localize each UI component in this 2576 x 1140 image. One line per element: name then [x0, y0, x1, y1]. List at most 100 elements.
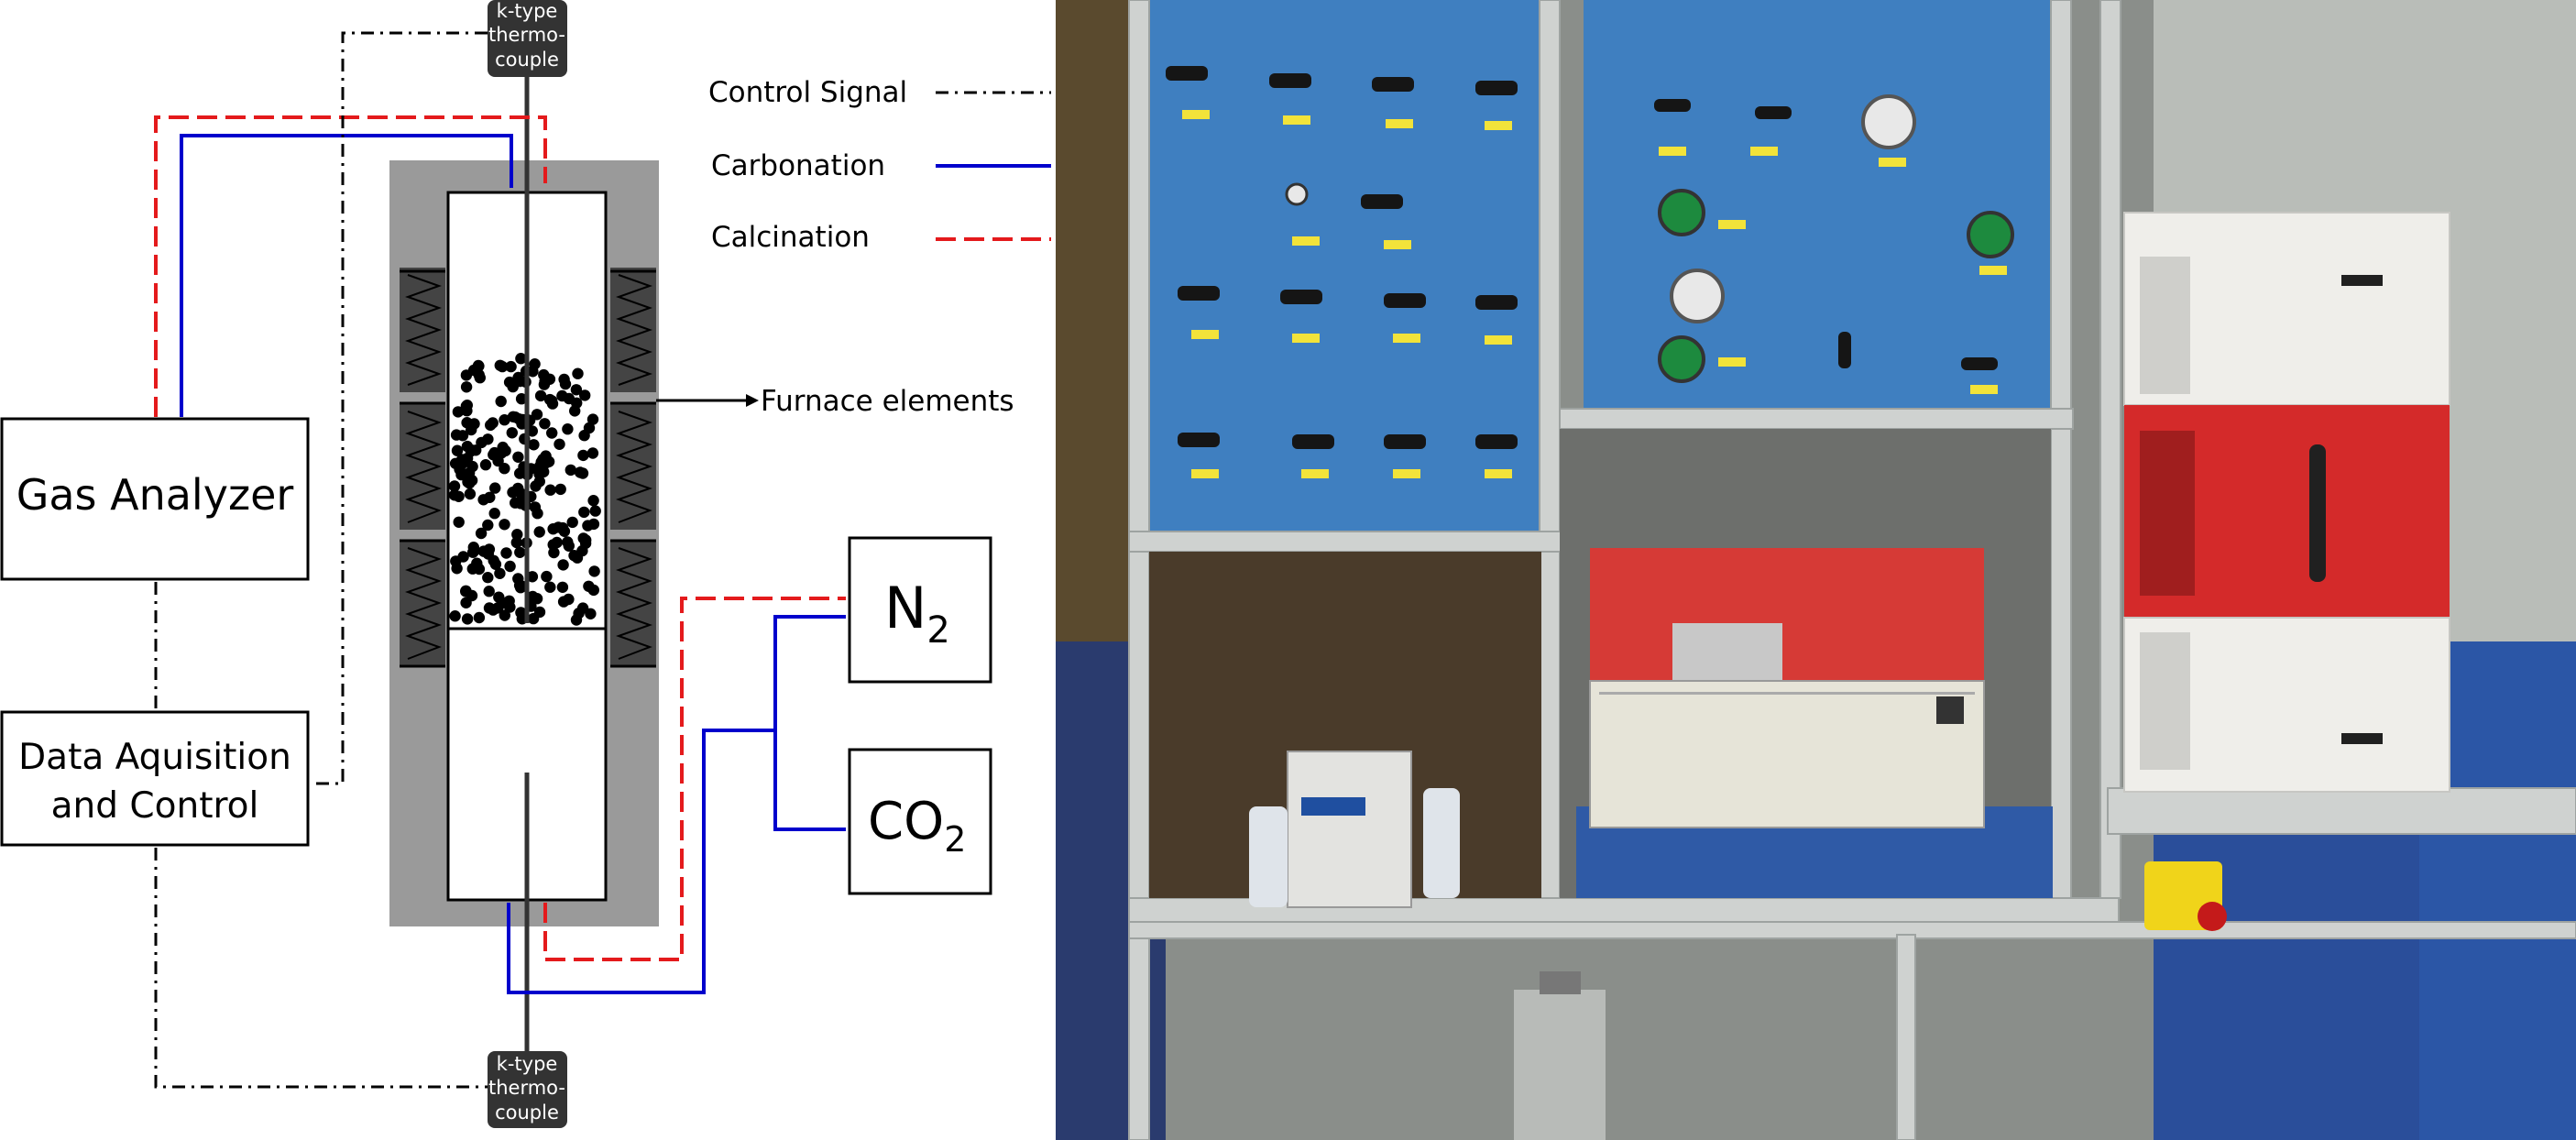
sorbent-particle	[533, 476, 545, 488]
sorbent-particle	[482, 572, 494, 584]
co2-label: CO2	[868, 792, 966, 860]
svg-text:couple: couple	[495, 49, 559, 71]
sorbent-particle	[527, 366, 539, 378]
bottle	[1423, 788, 1460, 898]
sorbent-particle	[511, 529, 523, 541]
sorbent-particle	[483, 543, 496, 555]
sorbent-particle	[554, 483, 566, 496]
sorbent-particle	[541, 570, 553, 583]
furnace-elements	[400, 268, 656, 668]
sorbent-particle	[488, 508, 500, 520]
sorbent-particle	[571, 552, 584, 564]
sorbent-particle	[587, 518, 600, 531]
sorbent-particle	[538, 368, 550, 381]
sorbent-particle	[466, 589, 478, 602]
gas-analyzer-box	[0, 417, 310, 581]
sorbent-particle	[515, 393, 528, 405]
svg-text:k-type: k-type	[497, 1053, 558, 1075]
sorbent-particle	[449, 610, 461, 622]
sorbent-particle	[533, 526, 545, 538]
pump	[1287, 751, 1412, 908]
sorbent-particle	[553, 521, 565, 533]
sorbent-particle	[515, 580, 527, 592]
sorbent-particle	[554, 438, 565, 450]
gas-chromatograph	[1589, 548, 1985, 828]
sorbent-particle	[583, 422, 596, 434]
sorbent-particle	[587, 584, 599, 597]
sorbent-particle	[473, 611, 486, 624]
sorbent-particle	[570, 384, 583, 396]
n2-label: N2	[884, 575, 950, 652]
apparatus-photo	[1056, 0, 2576, 1140]
sorbent-particle	[533, 606, 546, 619]
sorbent-particle	[526, 425, 538, 437]
sorbent-particle	[576, 602, 589, 614]
sorbent-particle	[499, 414, 510, 426]
sorbent-particle	[467, 364, 480, 377]
sorbent-particle	[577, 449, 589, 462]
sorbent-particle	[497, 360, 509, 373]
sorbent-particle	[566, 516, 578, 529]
sorbent-particle	[514, 546, 526, 558]
sorbent-particle	[559, 378, 572, 390]
sorbent-particle	[510, 536, 522, 549]
sorbent-particle	[454, 464, 466, 476]
sorbent-particle	[534, 389, 547, 402]
sorbent-particle	[507, 487, 519, 499]
sorbent-particle	[483, 586, 495, 597]
sorbent-particle	[562, 423, 574, 435]
sorbent-particle	[503, 595, 515, 607]
legend-control-signal: Control Signal	[708, 76, 907, 109]
sorbent-particle	[448, 480, 461, 492]
sorbent-particle	[482, 519, 494, 532]
sorbent-particle	[539, 418, 551, 430]
sorbent-particle	[499, 609, 510, 621]
sorbent-particle	[556, 581, 569, 593]
sorbent-particle	[505, 360, 517, 373]
sorbent-particle	[485, 419, 497, 432]
sorbent-particle	[479, 459, 492, 471]
gas-analyzer-label: Gas Analyzer	[16, 470, 294, 520]
steel-vessel	[1514, 990, 1606, 1140]
sorbent-particle	[562, 536, 574, 548]
sorbent-particle	[453, 490, 465, 502]
sorbent-particle	[467, 542, 479, 554]
sorbent-particle	[526, 571, 539, 583]
sorbent-particle	[451, 563, 463, 575]
sorbent-particle	[538, 378, 551, 390]
sorbent-particle	[546, 398, 559, 410]
daq-box	[0, 710, 310, 847]
sorbent-particle	[492, 455, 504, 467]
sorbent-particle	[495, 395, 507, 408]
sorbent-particle	[557, 559, 569, 571]
sorbent-particle	[586, 447, 599, 459]
sorbent-particle	[570, 614, 583, 626]
sorbent-particle	[473, 563, 486, 575]
sorbent-particle	[588, 565, 600, 577]
sorbent-particle	[451, 444, 464, 456]
sorbent-particle	[544, 484, 556, 496]
sorbent-particle	[453, 516, 465, 528]
daq-label-line1: Data Aquisition	[18, 737, 291, 778]
sorbent-particle	[483, 602, 496, 614]
n2-cylinder-box	[848, 536, 992, 684]
svg-text:thermo-: thermo-	[488, 1077, 565, 1099]
sorbent-particle	[579, 389, 591, 401]
control-signal-line	[154, 31, 488, 1089]
furnace-elements-label: Furnace elements	[761, 385, 1014, 418]
sorbent-particle	[461, 417, 473, 429]
sorbent-particle	[489, 482, 501, 494]
sorbent-particle	[512, 497, 525, 509]
thermocouple-top-label: k-type thermo- couple	[488, 0, 567, 77]
daq-label-line2: and Control	[51, 785, 259, 827]
sorbent-particle	[528, 439, 540, 451]
sorbent-particle	[494, 567, 506, 579]
sorbent-particle	[515, 488, 527, 499]
sorbent-particle	[457, 551, 469, 563]
sorbent-particle	[572, 367, 584, 379]
sorbent-particle	[506, 427, 518, 439]
sorbent-particle	[547, 539, 559, 551]
tube-furnace	[2123, 212, 2450, 793]
legend-calcination: Calcination	[711, 221, 870, 254]
